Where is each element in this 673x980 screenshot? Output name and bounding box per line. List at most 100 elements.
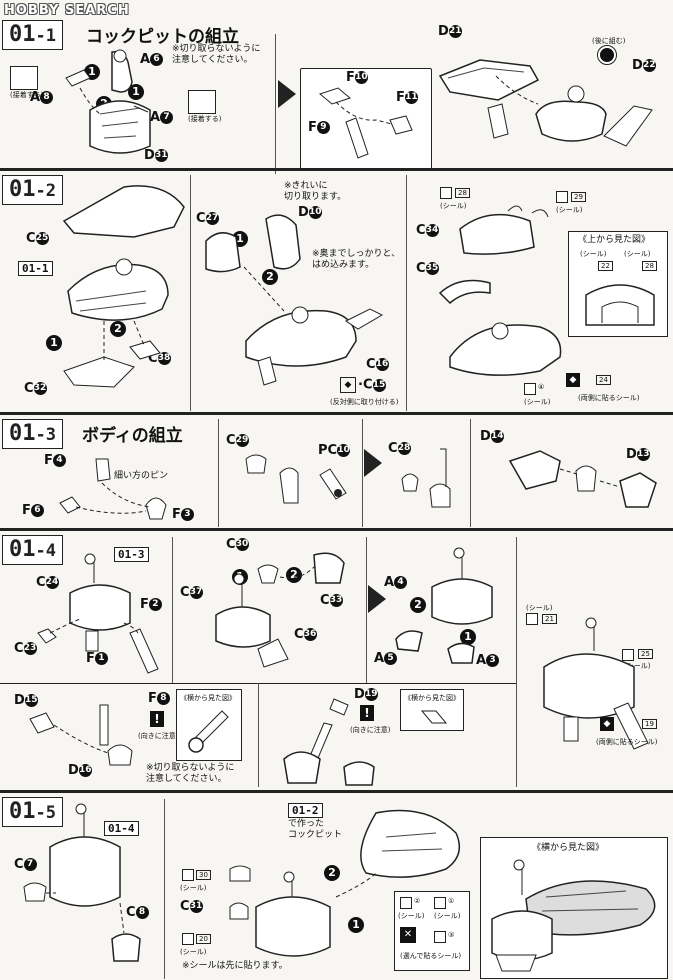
part-label-c33: C33 (320, 593, 343, 608)
sticker-icon (526, 613, 538, 625)
section-title: コックピットの組立 (86, 27, 239, 47)
sticker-icon (524, 383, 536, 395)
divider (164, 799, 165, 979)
sticker-icon (440, 187, 452, 199)
part-label-d31: D31 (144, 148, 168, 163)
part-label-d14: D14 (480, 429, 504, 444)
sticker-number: 29 (571, 192, 586, 202)
divider (406, 175, 407, 411)
canopy-sticker-drawing (438, 205, 562, 376)
reference-tag: 01-3 (114, 547, 149, 562)
flow-arrow (278, 80, 296, 108)
top-view-title: 《上から見た図》 (578, 235, 651, 245)
sticker-caption: (シール) (624, 662, 651, 670)
part-label-c27: C27 (196, 211, 219, 226)
step-badge-main: 01 (9, 799, 36, 824)
cockpit-body-drawing (62, 185, 185, 388)
step-badge: 01-3 (2, 419, 63, 449)
part-label-c25: C25 (26, 231, 49, 246)
part-label-c30: C30 (226, 537, 249, 552)
glue-note: (接着する) (188, 115, 222, 123)
both-sides-icon: ◆ (566, 373, 580, 387)
step-number: 2 (410, 597, 426, 613)
shoulder-pin-drawing (29, 704, 133, 766)
part-label-d13: D13 (626, 447, 650, 462)
part-label-d16: D16 (68, 763, 92, 778)
canopy-top-view-drawing (585, 284, 655, 326)
joint-drawing (245, 454, 347, 504)
step-badge-main: 01 (9, 177, 36, 202)
part-label-c34: C34 (416, 223, 439, 238)
flow-arrow (364, 449, 382, 477)
arm-cover-drawing (508, 450, 657, 508)
insert-note: ※奥までしっかりと、 はめ込みます。 (312, 249, 401, 270)
sticker-caption: (シール) (434, 912, 461, 920)
part-label-c37: C37 (180, 585, 203, 600)
sticker-caption: (シール) (624, 250, 651, 258)
sticker-number: ② (414, 897, 421, 905)
glue-icon-box (10, 66, 38, 90)
part-label-c36: C36 (294, 627, 317, 642)
part-label-f11: F11 (396, 90, 418, 105)
sticker-caption: (シール) (180, 948, 207, 956)
sticker-number: 28 (642, 261, 657, 271)
part-label-c31: C31 (180, 899, 203, 914)
sticker-number: 30 (196, 870, 211, 880)
divider (172, 537, 173, 683)
choose-icon: ✕ (400, 927, 416, 943)
step-number: 1 (348, 917, 364, 933)
step-number: 1 (128, 84, 144, 100)
sticker-icon (182, 869, 194, 881)
sticker-caption: (シール) (556, 206, 583, 214)
seal-first-note: ※シールは先に貼ります。 (182, 961, 288, 971)
sticker-number: 28 (455, 188, 470, 198)
sticker-caption: (シール) (524, 398, 551, 406)
sticker-icon (622, 649, 634, 661)
sticker-number: ④ (538, 383, 545, 391)
reference-tag: 01-1 (18, 261, 53, 276)
cockpit-seat-drawing (65, 49, 151, 154)
sticker-caption: (シール) (398, 912, 425, 920)
side-view-final-drawing (491, 859, 656, 972)
side-view-box (400, 689, 464, 731)
body-sticker-drawing (543, 617, 649, 750)
divider (366, 537, 367, 683)
step-badge-main: 01 (9, 537, 36, 562)
pin-parts-drawing (318, 87, 413, 159)
step-badge: 01-4 (2, 535, 63, 565)
step-badge-main: 01 (9, 421, 36, 446)
reference-tag: 01-2 (288, 803, 323, 818)
cut-note: ※きれいに 切り取ります。 (284, 181, 347, 202)
reverse-icon: ◆ (340, 377, 356, 393)
both-sides-icon: ◆ (600, 717, 614, 731)
reverse-note: (反対側に取り付ける) (330, 398, 399, 406)
sticker-icon (434, 897, 446, 909)
part-label-c15: ◆·C15 (340, 377, 386, 393)
step-number: 1 (46, 335, 62, 351)
step-badge: 01-5 (2, 797, 63, 827)
step-badge: 01-2 (2, 175, 63, 205)
step-badge-main: 01 (9, 22, 36, 47)
side-view-title: 《横から見た図》 (404, 694, 460, 702)
section-01-1: 01-1 コックピットの組立 ※切り取らないように 注意してください。 (接着す… (0, 14, 673, 174)
divider (190, 175, 191, 411)
part-label-d22: D22 (632, 58, 656, 73)
divider (516, 537, 517, 787)
leg-pin-drawing (59, 458, 167, 520)
divider (470, 419, 471, 527)
part-label-c29: C29 (226, 433, 249, 448)
direction-note: (向きに注意) (350, 726, 391, 734)
